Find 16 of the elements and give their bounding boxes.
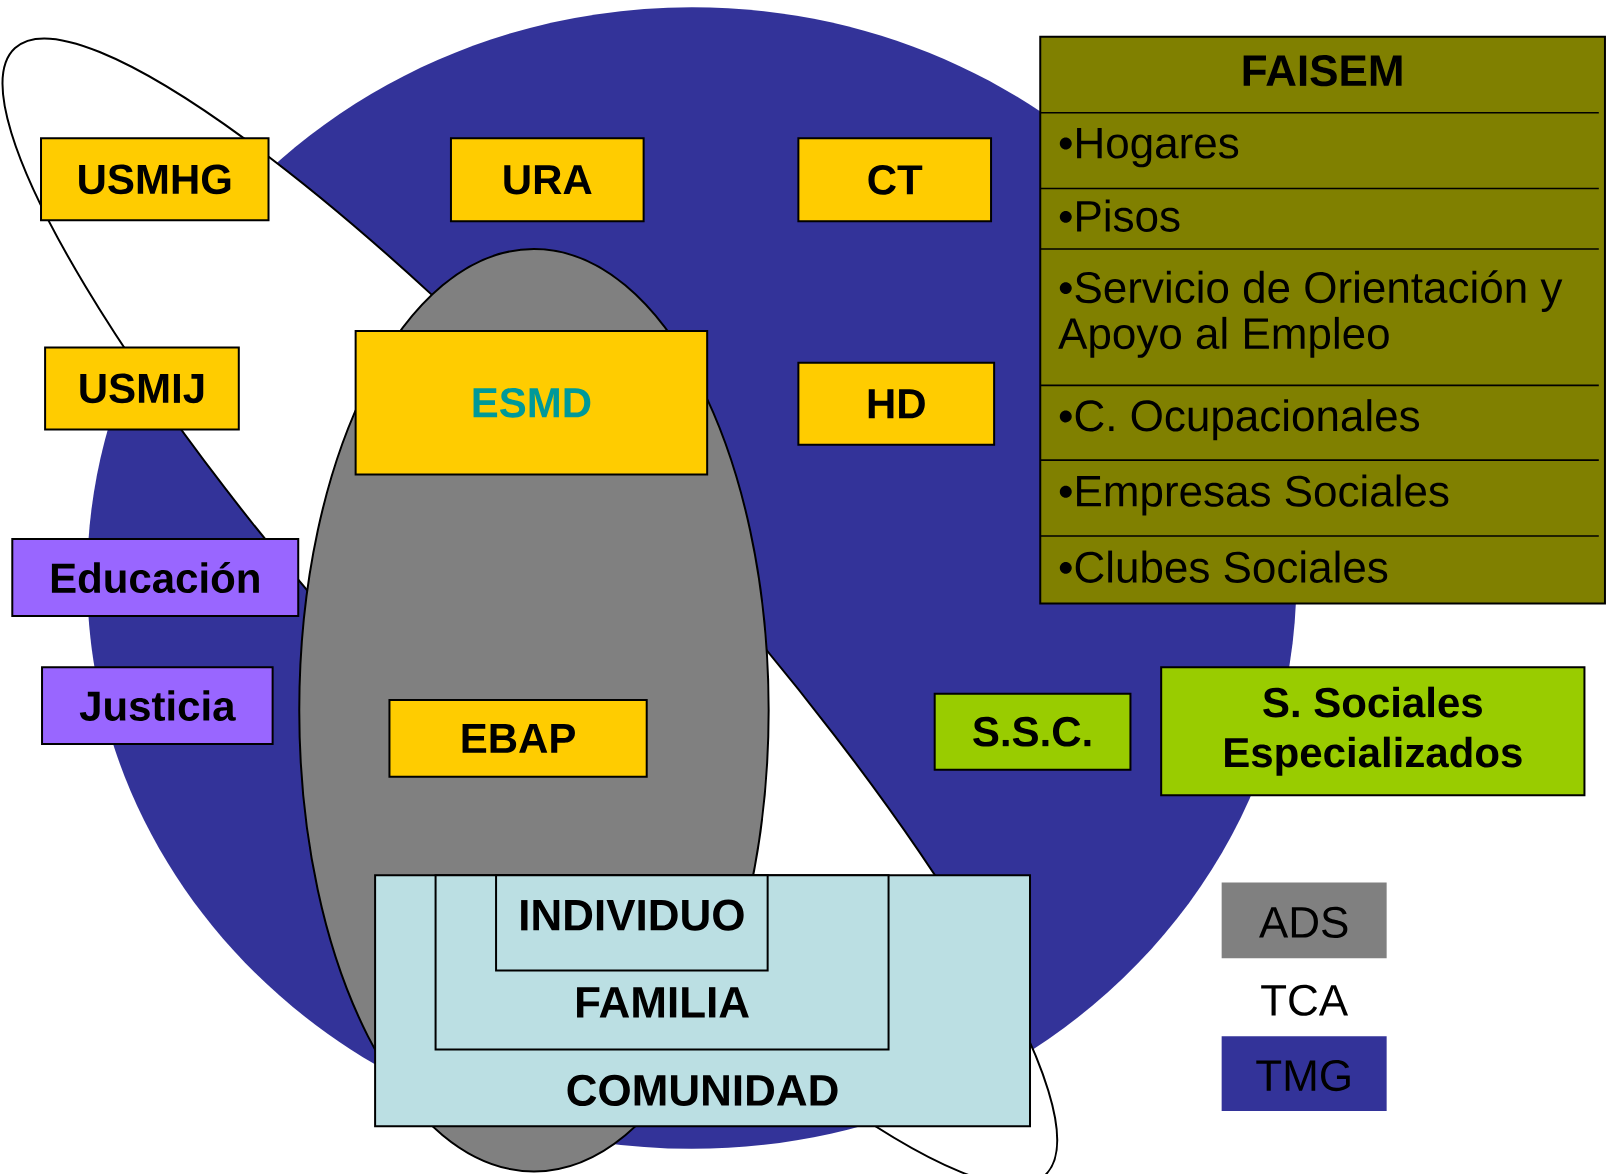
label-box: URA xyxy=(449,137,645,223)
label-box: Justicia xyxy=(41,665,274,745)
legend-item: TMG xyxy=(1221,1035,1387,1111)
label-box: ESMD xyxy=(354,329,709,476)
label-box: HD xyxy=(797,361,996,446)
label-box: S.S.C. xyxy=(933,692,1132,771)
label-box: USMHG xyxy=(40,137,270,222)
label-box: EBAP xyxy=(388,698,648,778)
nested-box: INDIVIDUO xyxy=(495,874,769,972)
legend-item: ADS xyxy=(1221,882,1387,958)
legend-item: TCA xyxy=(1261,984,1349,1016)
list-table: FAISEM •Hogares •Pisos •Servicio de Orientación y Apoyo al Empleo •C. Ocupacionales •Empresas Sociales •Clubes Sociales xyxy=(1039,35,1606,605)
label-box: CT xyxy=(797,137,993,223)
label-box: S. Sociales Especializados xyxy=(1160,665,1586,797)
label-box: Educación xyxy=(11,537,300,617)
label-box: USMIJ xyxy=(44,346,240,431)
